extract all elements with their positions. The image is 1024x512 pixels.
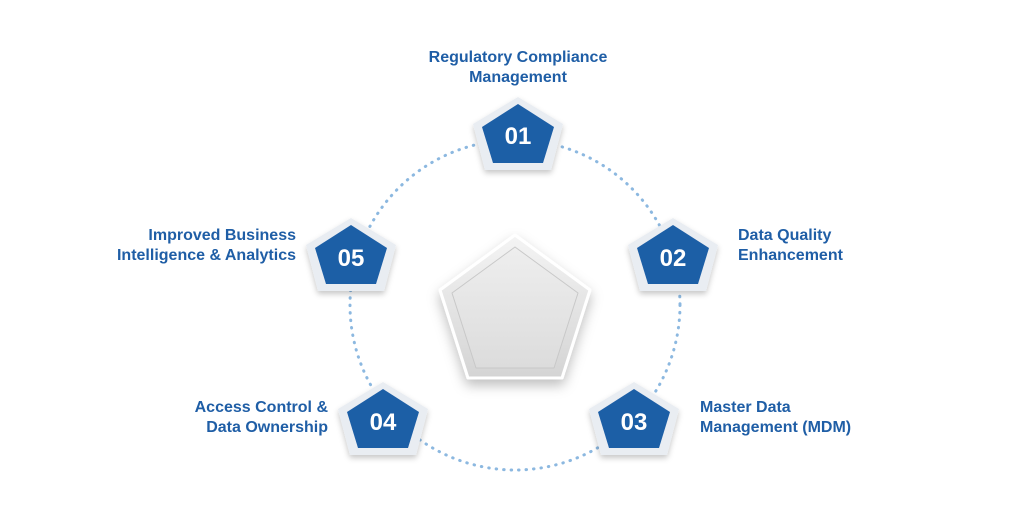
node-05-number: 05	[338, 245, 365, 272]
node-04-badge: 04	[338, 382, 428, 455]
node-03-number: 03	[621, 409, 648, 436]
node-05-label: Improved Business Intelligence & Analyti…	[56, 226, 296, 266]
node-02-label: Data Quality Enhancement	[738, 226, 938, 266]
node-03-label-line-2: Management (MDM)	[700, 419, 852, 436]
node-03-label-line-1: Master Data	[700, 399, 791, 416]
node-02-label-line-2: Enhancement	[738, 247, 843, 264]
node-02-label-line-1: Data Quality	[738, 227, 832, 244]
node-03-badge: 03	[589, 382, 679, 455]
node-01-label: Regulatory Compliance Management	[398, 48, 638, 88]
node-01-number: 01	[505, 123, 532, 150]
node-03-label: Master Data Management (MDM)	[700, 398, 940, 438]
node-04-label-line-1: Access Control &	[194, 399, 328, 416]
node-04-label: Access Control & Data Ownership	[88, 398, 328, 438]
node-04-number: 04	[370, 409, 397, 436]
node-05-label-line-2: Intelligence & Analytics	[116, 247, 296, 264]
node-01-badge: 01	[473, 97, 563, 170]
node-01-label-line-1: Regulatory Compliance	[428, 49, 608, 66]
node-02-number: 02	[660, 245, 687, 272]
node-05-label-line-1: Improved Business	[148, 227, 296, 244]
center-pentagon	[438, 233, 592, 380]
node-04-label-line-2: Data Ownership	[206, 419, 328, 436]
node-05-badge: 05	[306, 218, 396, 291]
node-02-badge: 02	[628, 218, 718, 291]
node-01-label-line-2: Management	[469, 69, 567, 86]
orbit-ring	[348, 138, 682, 472]
